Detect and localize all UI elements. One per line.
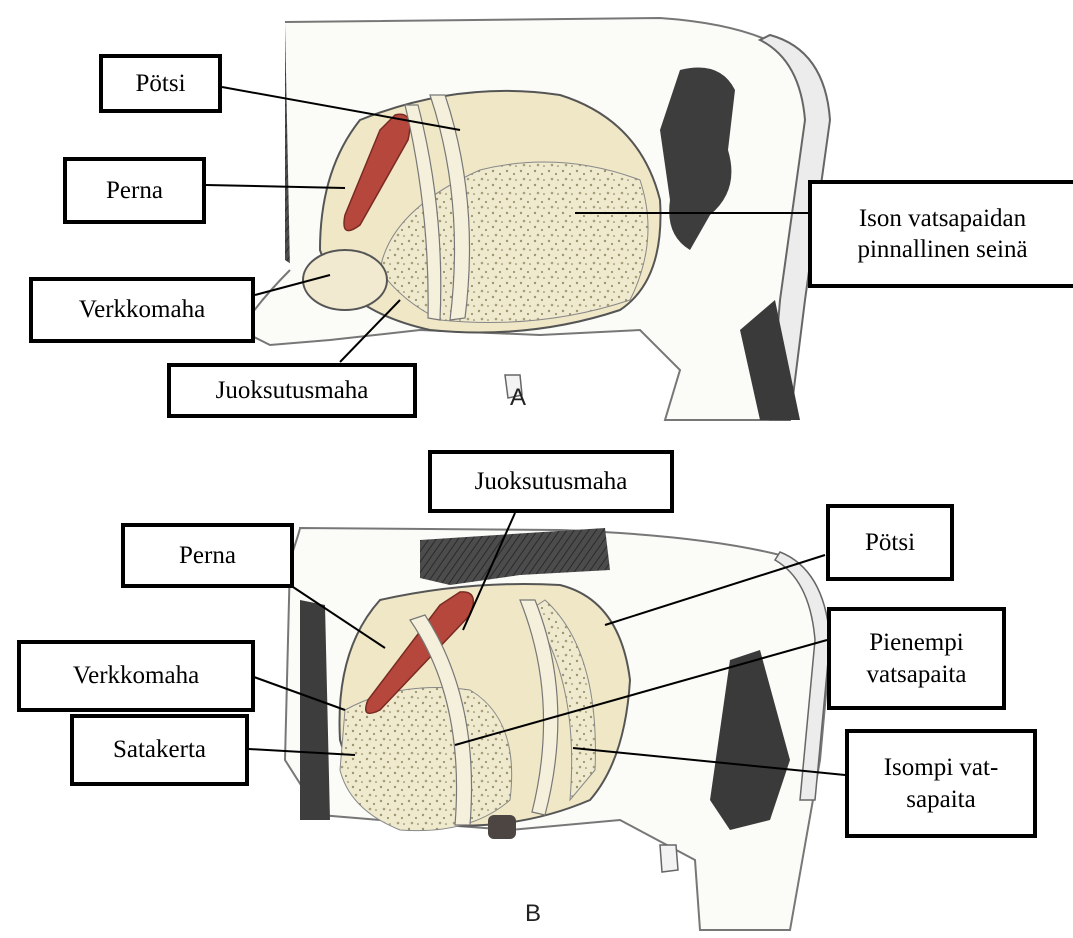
label-b-potsi: Pötsi bbox=[826, 504, 954, 581]
label-b-isompi-vatsapaita: Isompi vat- sapaita bbox=[845, 729, 1037, 838]
label-a-verkkomaha: Verkkomaha bbox=[29, 277, 255, 343]
label-b-satakerta: Satakerta bbox=[70, 714, 249, 786]
label-a-juoksutusmaha: Juoksutusmaha bbox=[167, 363, 417, 418]
panel-b-letter: B bbox=[525, 900, 541, 928]
panel-b-dark-strip bbox=[300, 600, 330, 820]
label-b-pienempi-vatsapaita: Pienempi vatsapaita bbox=[827, 607, 1006, 710]
panel-a-letter: A bbox=[510, 384, 526, 412]
label-b-juoksutusmaha: Juoksutusmaha bbox=[428, 450, 674, 513]
panel-b-illustration bbox=[285, 528, 830, 930]
panel-a-illustration bbox=[240, 18, 830, 420]
label-b-perna: Perna bbox=[121, 523, 294, 588]
panel-b-teat bbox=[660, 845, 678, 872]
label-a-ison-vatsapaidan-seina: Ison vatsapaidan pinnallinen seinä bbox=[808, 180, 1073, 288]
label-b-verkkomaha: Verkkomaha bbox=[17, 640, 255, 712]
panel-a-reticulum bbox=[303, 250, 387, 310]
label-a-potsi: Pötsi bbox=[99, 54, 222, 113]
panel-b-dark-nub bbox=[488, 815, 516, 839]
label-a-perna: Perna bbox=[63, 157, 206, 224]
